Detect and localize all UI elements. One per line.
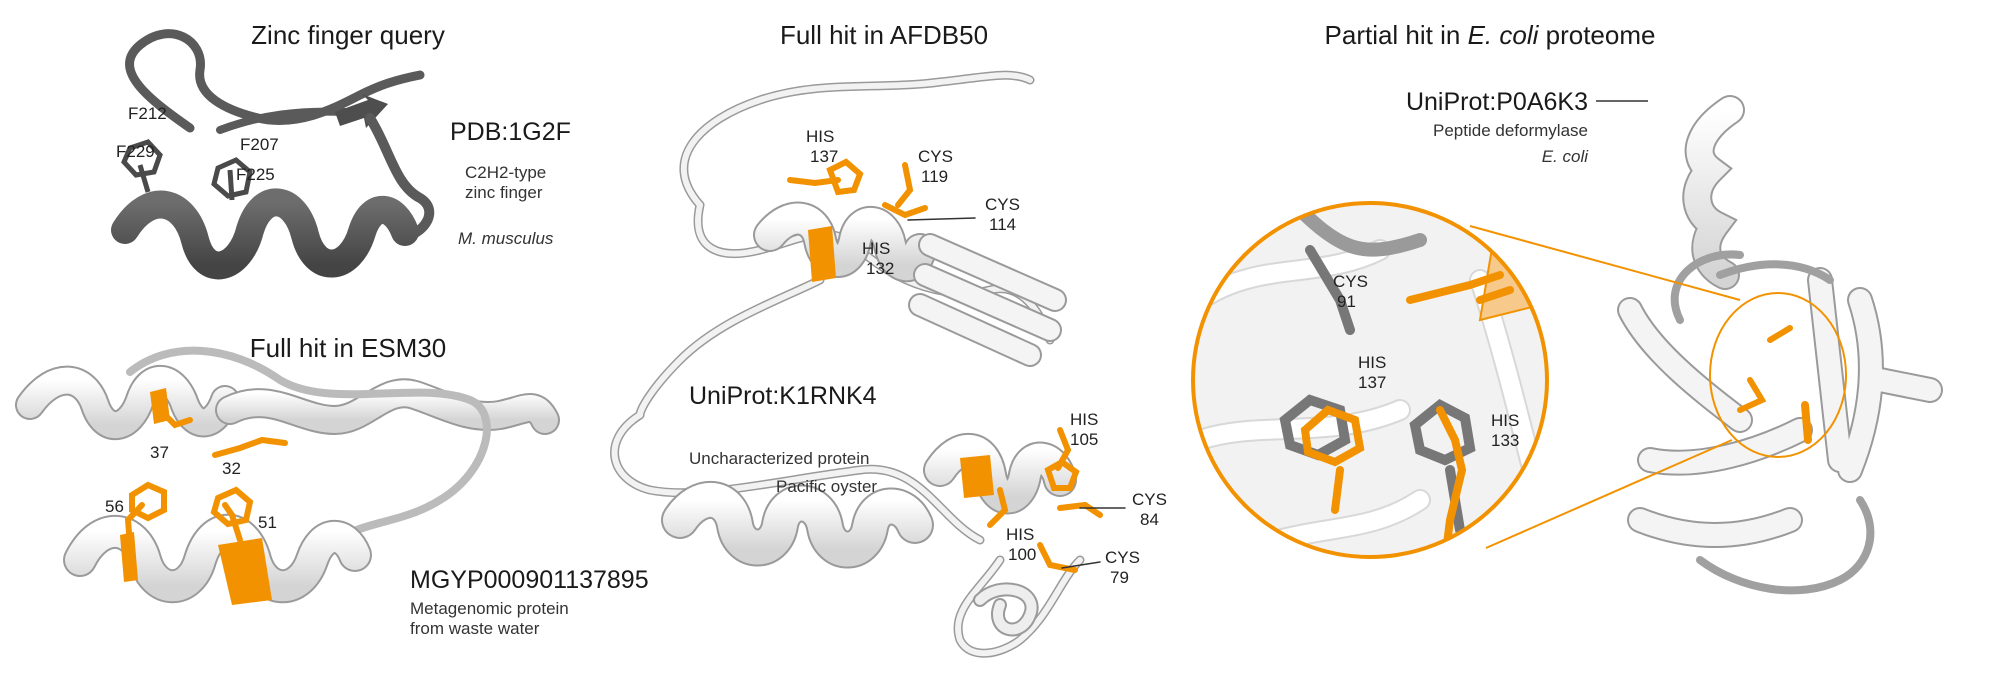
afdb-helix-top <box>755 203 935 281</box>
query-helix <box>111 188 419 280</box>
esm-residue-label: 51 <box>258 513 277 532</box>
query-panel: Zinc finger query F212 F207 F229 F225 PD… <box>111 20 571 280</box>
afdb-residue-name: CYS <box>1132 490 1167 509</box>
afdb-title: Full hit in AFDB50 <box>780 20 988 50</box>
query-side-chains <box>121 139 253 201</box>
ecoli-desc-1: Peptide deformylase <box>1433 121 1588 140</box>
query-title: Zinc finger query <box>251 20 445 50</box>
ecoli-organism: E. coli <box>1542 147 1590 166</box>
afdb-side-chains <box>787 158 1103 573</box>
afdb-helix-right <box>925 435 1075 513</box>
ecoli-zoom-region <box>1709 292 1847 458</box>
query-loop <box>125 29 425 133</box>
esm-desc-2: from waste water <box>410 619 540 638</box>
ecoli-helix <box>1684 97 1743 288</box>
esm-helix-top <box>17 367 238 438</box>
afdb-residue-name: CYS <box>1105 548 1140 567</box>
zoom-connector <box>1469 225 1741 301</box>
afdb-residue-num: 105 <box>1070 430 1098 449</box>
ecoli-beta-sheet <box>1619 269 1941 546</box>
ecoli-residue-num: 91 <box>1337 292 1356 311</box>
ecoli-residue-name: HIS <box>1358 353 1386 372</box>
afdb-residue-name: CYS <box>985 195 1020 214</box>
query-residue-label: F225 <box>236 165 275 184</box>
afdb-residue-num: 100 <box>1008 545 1036 564</box>
zoom-connector <box>1485 439 1733 549</box>
query-id: PDB:1G2F <box>450 118 571 146</box>
afdb-structure <box>610 70 1126 658</box>
afdb-residue-num: 79 <box>1110 568 1129 587</box>
afdb-helix-bottom <box>663 483 932 567</box>
esm-highlight-segment <box>218 538 272 605</box>
ecoli-residue-num: 137 <box>1358 373 1386 392</box>
afdb-residue-name: CYS <box>918 147 953 166</box>
afdb-residue-name: HIS <box>862 239 890 258</box>
query-loop-2 <box>216 107 349 134</box>
afdb-residue-name: HIS <box>1006 525 1034 544</box>
query-residue-label: F207 <box>240 135 279 154</box>
ecoli-residue-num: 133 <box>1491 431 1519 450</box>
afdb-highlight-segment <box>808 226 836 282</box>
ecoli-residue-name: HIS <box>1491 411 1519 430</box>
zoom-circle-border <box>1191 201 1549 559</box>
afdb-id: UniProt:K1RNK4 <box>689 382 877 410</box>
esm-residue-label: 32 <box>222 459 241 478</box>
esm-residue-label: 37 <box>150 443 169 462</box>
query-beta-strand <box>335 94 388 128</box>
afdb-residue-num: 114 <box>989 215 1016 234</box>
query-residue-label: F212 <box>128 104 167 123</box>
afdb-residue-name: HIS <box>806 127 834 146</box>
esm-structure <box>15 346 560 605</box>
esm-panel: Full hit in ESM30 <box>15 333 649 638</box>
query-residue-label: F229 <box>116 142 155 161</box>
afdb-residue-num: 84 <box>1140 510 1159 529</box>
query-turn <box>365 113 435 243</box>
query-organism: M. musculus <box>458 229 554 248</box>
ecoli-id: UniProt:P0A6K3 <box>1406 88 1588 116</box>
ecoli-zoom-inset: CYS 91 HIS 137 HIS 133 <box>1191 201 1549 559</box>
ecoli-residue-name: CYS <box>1333 272 1368 291</box>
query-desc-1: C2H2-type <box>465 163 546 182</box>
esm-helix-bottom <box>65 515 370 602</box>
afdb-beta-sheet <box>910 235 1065 365</box>
ecoli-title: Partial hit in E. coli proteome <box>1325 20 1656 50</box>
esm-id: MGYP000901137895 <box>410 566 649 594</box>
afdb-desc-1: Uncharacterized protein <box>689 449 869 468</box>
esm-title: Full hit in ESM30 <box>250 333 447 363</box>
query-structure <box>111 29 435 280</box>
query-desc-2: zinc finger <box>465 183 543 202</box>
afdb-residue-num: 137 <box>810 147 838 166</box>
ecoli-panel: Partial hit in E. coli proteome UniProt:… <box>1191 20 1943 595</box>
ecoli-structure <box>1617 95 1943 595</box>
esm-desc-1: Metagenomic protein <box>410 599 569 618</box>
ecoli-zoom-side-chains <box>1300 271 1514 557</box>
afdb-residue-num: 132 <box>866 259 894 278</box>
afdb-residue-num: 119 <box>921 167 948 186</box>
esm-loop <box>126 346 491 504</box>
afdb-residue-name: HIS <box>1070 410 1098 429</box>
afdb-panel: Full hit in AFDB50 <box>610 20 1167 658</box>
afdb-desc-2: Pacific oyster <box>776 477 877 496</box>
esm-side-chains <box>124 407 288 548</box>
esm-residue-label: 56 <box>105 497 124 516</box>
